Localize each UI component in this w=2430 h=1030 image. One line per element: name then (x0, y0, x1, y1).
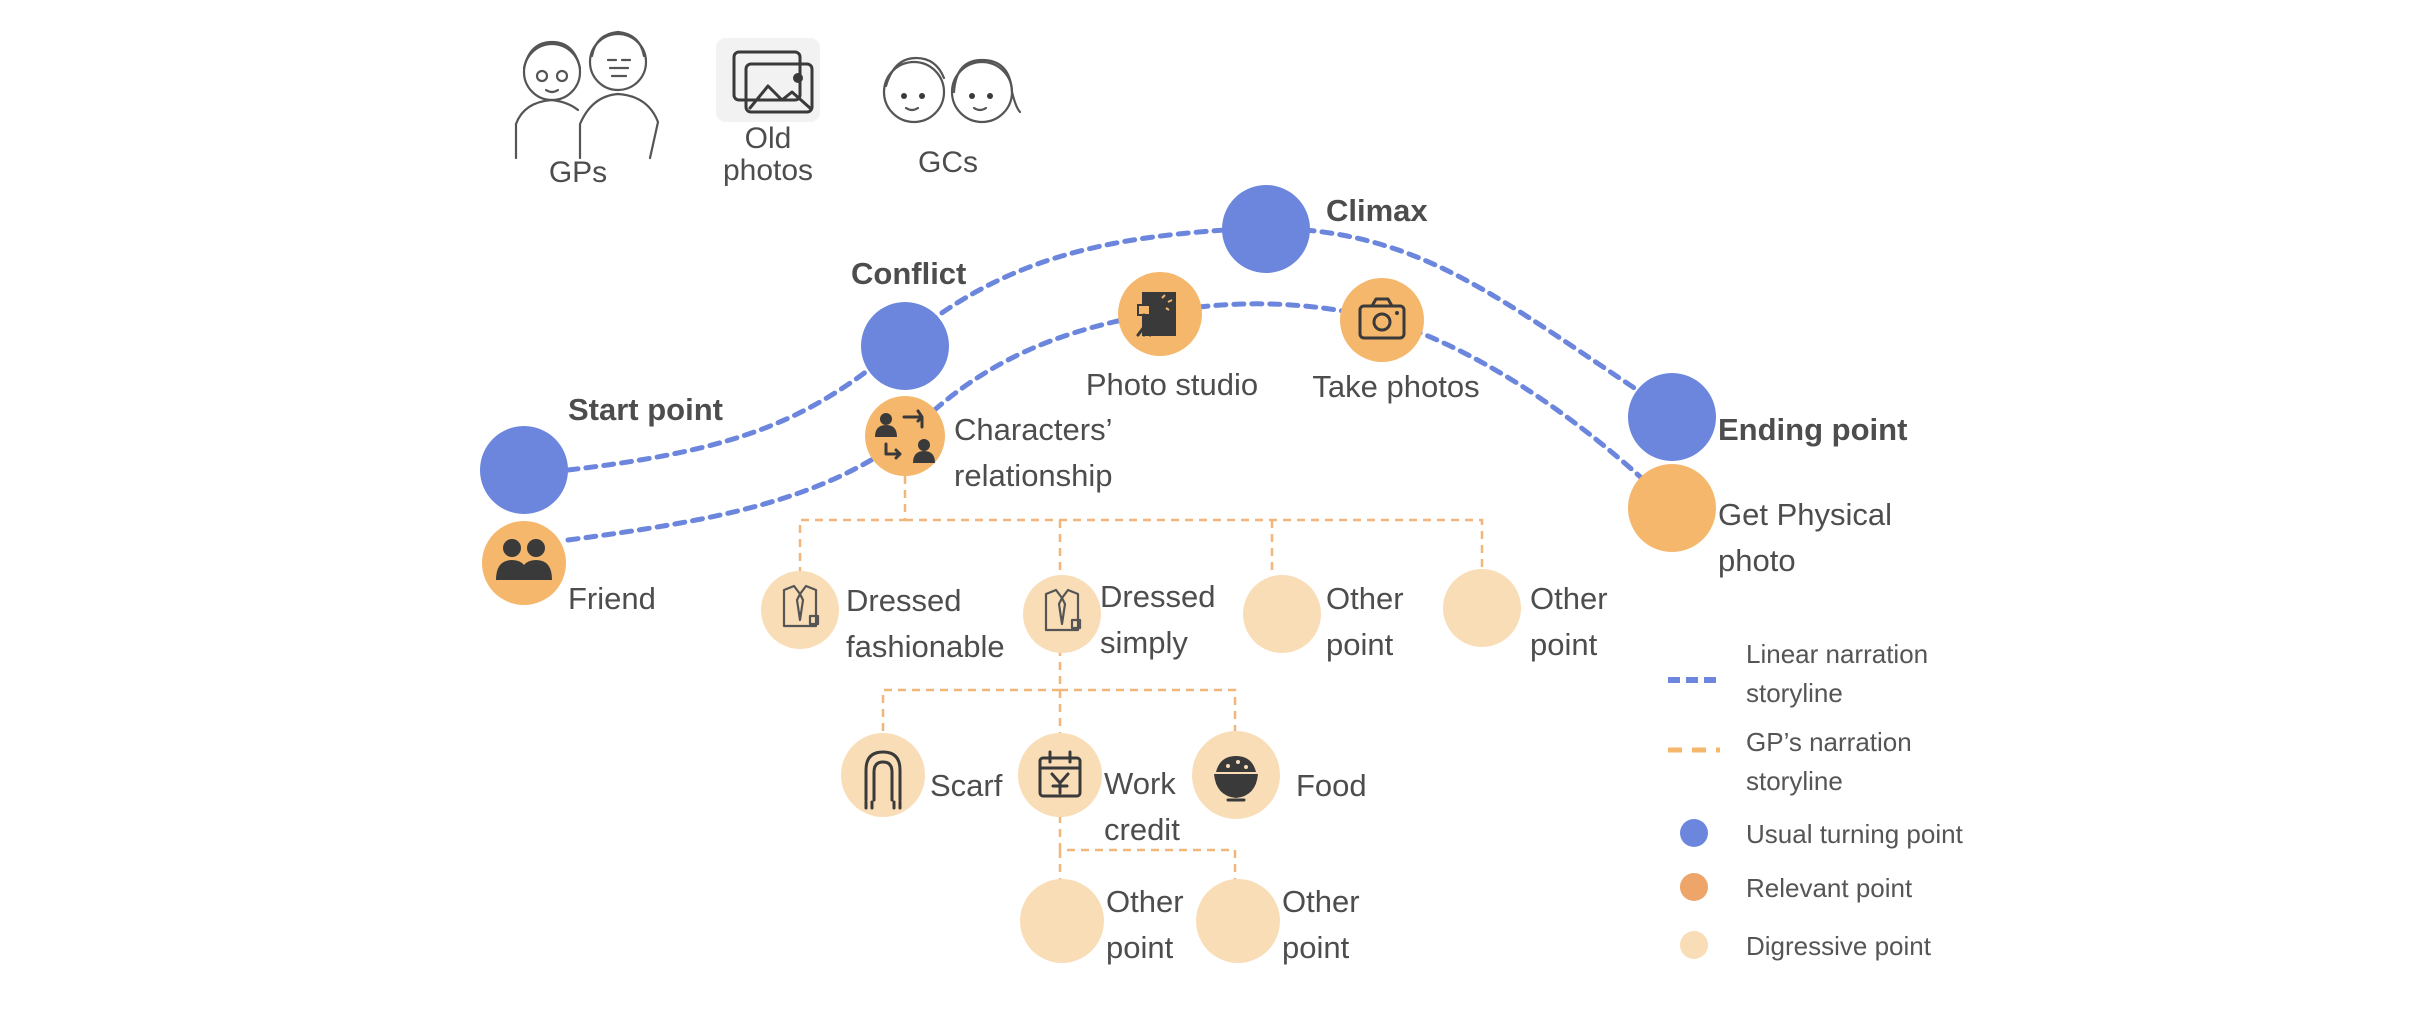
relationship-swap-icon (875, 409, 935, 463)
get-physical-photo-label-line1: Get Physical (1718, 497, 1892, 532)
work-credit-node (1018, 733, 1102, 817)
work-credit-label-line1: Work (1104, 766, 1176, 801)
photos-icon (716, 38, 820, 122)
friend-label: Friend (568, 581, 656, 616)
start-point-node (480, 426, 568, 514)
work-credit-label-line2: credit (1104, 812, 1180, 847)
shirt-tie-icon (1044, 588, 1082, 632)
scarf-label: Scarf (930, 768, 1003, 803)
climax-node (1222, 185, 1310, 273)
food-label: Food (1296, 768, 1367, 803)
scarf-node (841, 733, 925, 817)
other-point-c-node (1020, 879, 1104, 963)
photo-studio-node (1118, 272, 1202, 356)
people-icon (496, 539, 552, 580)
get-physical-photo-node (1628, 464, 1716, 552)
legend-gp-label-line1: GP’s narration (1746, 727, 1912, 757)
other-point-a-label-line1: Other (1326, 581, 1404, 616)
dressed-fashionable-label-line1: Dressed (846, 583, 961, 618)
legend-linear-label-line2: storyline (1746, 678, 1843, 708)
friend-node (482, 521, 566, 605)
studio-icon (1136, 292, 1176, 337)
legend-usual-swatch (1680, 819, 1708, 847)
dressed-simply-label-line2: simply (1100, 625, 1188, 660)
legend-relevant-swatch (1680, 873, 1708, 901)
gcs-label: GCs (918, 146, 978, 179)
gps-label: GPs (549, 156, 607, 189)
other-point-d-label-line2: point (1282, 930, 1350, 965)
photo-studio-label: Photo studio (1086, 367, 1258, 402)
gp-narration-tree (798, 476, 1484, 880)
other-point-b-label-line1: Other (1530, 581, 1608, 616)
grandchildren-icon (882, 56, 1022, 124)
grandparents-icon (514, 30, 660, 160)
dressed-fashionable-label-line2: fashionable (846, 629, 1005, 664)
take-photos-label: Take photos (1312, 369, 1479, 404)
get-physical-photo-label-line2: photo (1718, 543, 1796, 578)
camera-icon (1358, 297, 1406, 340)
dressed-fashionable-node (761, 571, 839, 649)
other-point-a-node (1243, 575, 1321, 653)
calendar-yen-icon (1038, 750, 1082, 798)
shirt-tie-icon (782, 584, 820, 628)
legend-linear-label-line1: Linear narration (1746, 639, 1928, 669)
climax-label: Climax (1326, 193, 1428, 228)
legend-relevant-label: Relevant point (1746, 873, 1913, 903)
other-point-d-node (1196, 879, 1280, 963)
legend-digressive-swatch (1680, 931, 1708, 959)
food-node (1192, 731, 1280, 819)
other-point-c-label-line1: Other (1106, 884, 1184, 919)
characters-relationship-label-line1: Characters’ (954, 412, 1113, 447)
dressed-simply-label-line1: Dressed (1100, 579, 1215, 614)
legend: Linear narration storyline GP’s narratio… (1668, 639, 1964, 961)
take-photos-node (1340, 278, 1424, 362)
ending-point-label: Ending point (1718, 412, 1907, 447)
conflict-label: Conflict (851, 256, 966, 291)
scarf-icon (864, 750, 902, 810)
legend-usual-label: Usual turning point (1746, 819, 1964, 849)
characters-relationship-label-line2: relationship (954, 458, 1113, 493)
ending-point-node (1628, 373, 1716, 461)
rice-bowl-icon (1214, 756, 1258, 802)
legend-gp-label-line2: storyline (1746, 766, 1843, 796)
gp-storyline (565, 301, 1663, 543)
linear-storyline (565, 225, 1663, 473)
characters-relationship-node (865, 396, 945, 476)
old-photos-label-line1: Old (745, 122, 792, 155)
dressed-simply-node (1023, 575, 1101, 653)
start-point-label: Start point (568, 392, 723, 427)
other-point-a-label-line2: point (1326, 627, 1394, 662)
legend-digressive-label: Digressive point (1746, 931, 1932, 961)
other-point-d-label-line1: Other (1282, 884, 1360, 919)
other-point-b-label-line2: point (1530, 627, 1598, 662)
other-point-b-node (1443, 569, 1521, 647)
other-point-c-label-line2: point (1106, 930, 1174, 965)
conflict-node (861, 302, 949, 390)
old-photos-label-line2: photos (723, 154, 813, 187)
